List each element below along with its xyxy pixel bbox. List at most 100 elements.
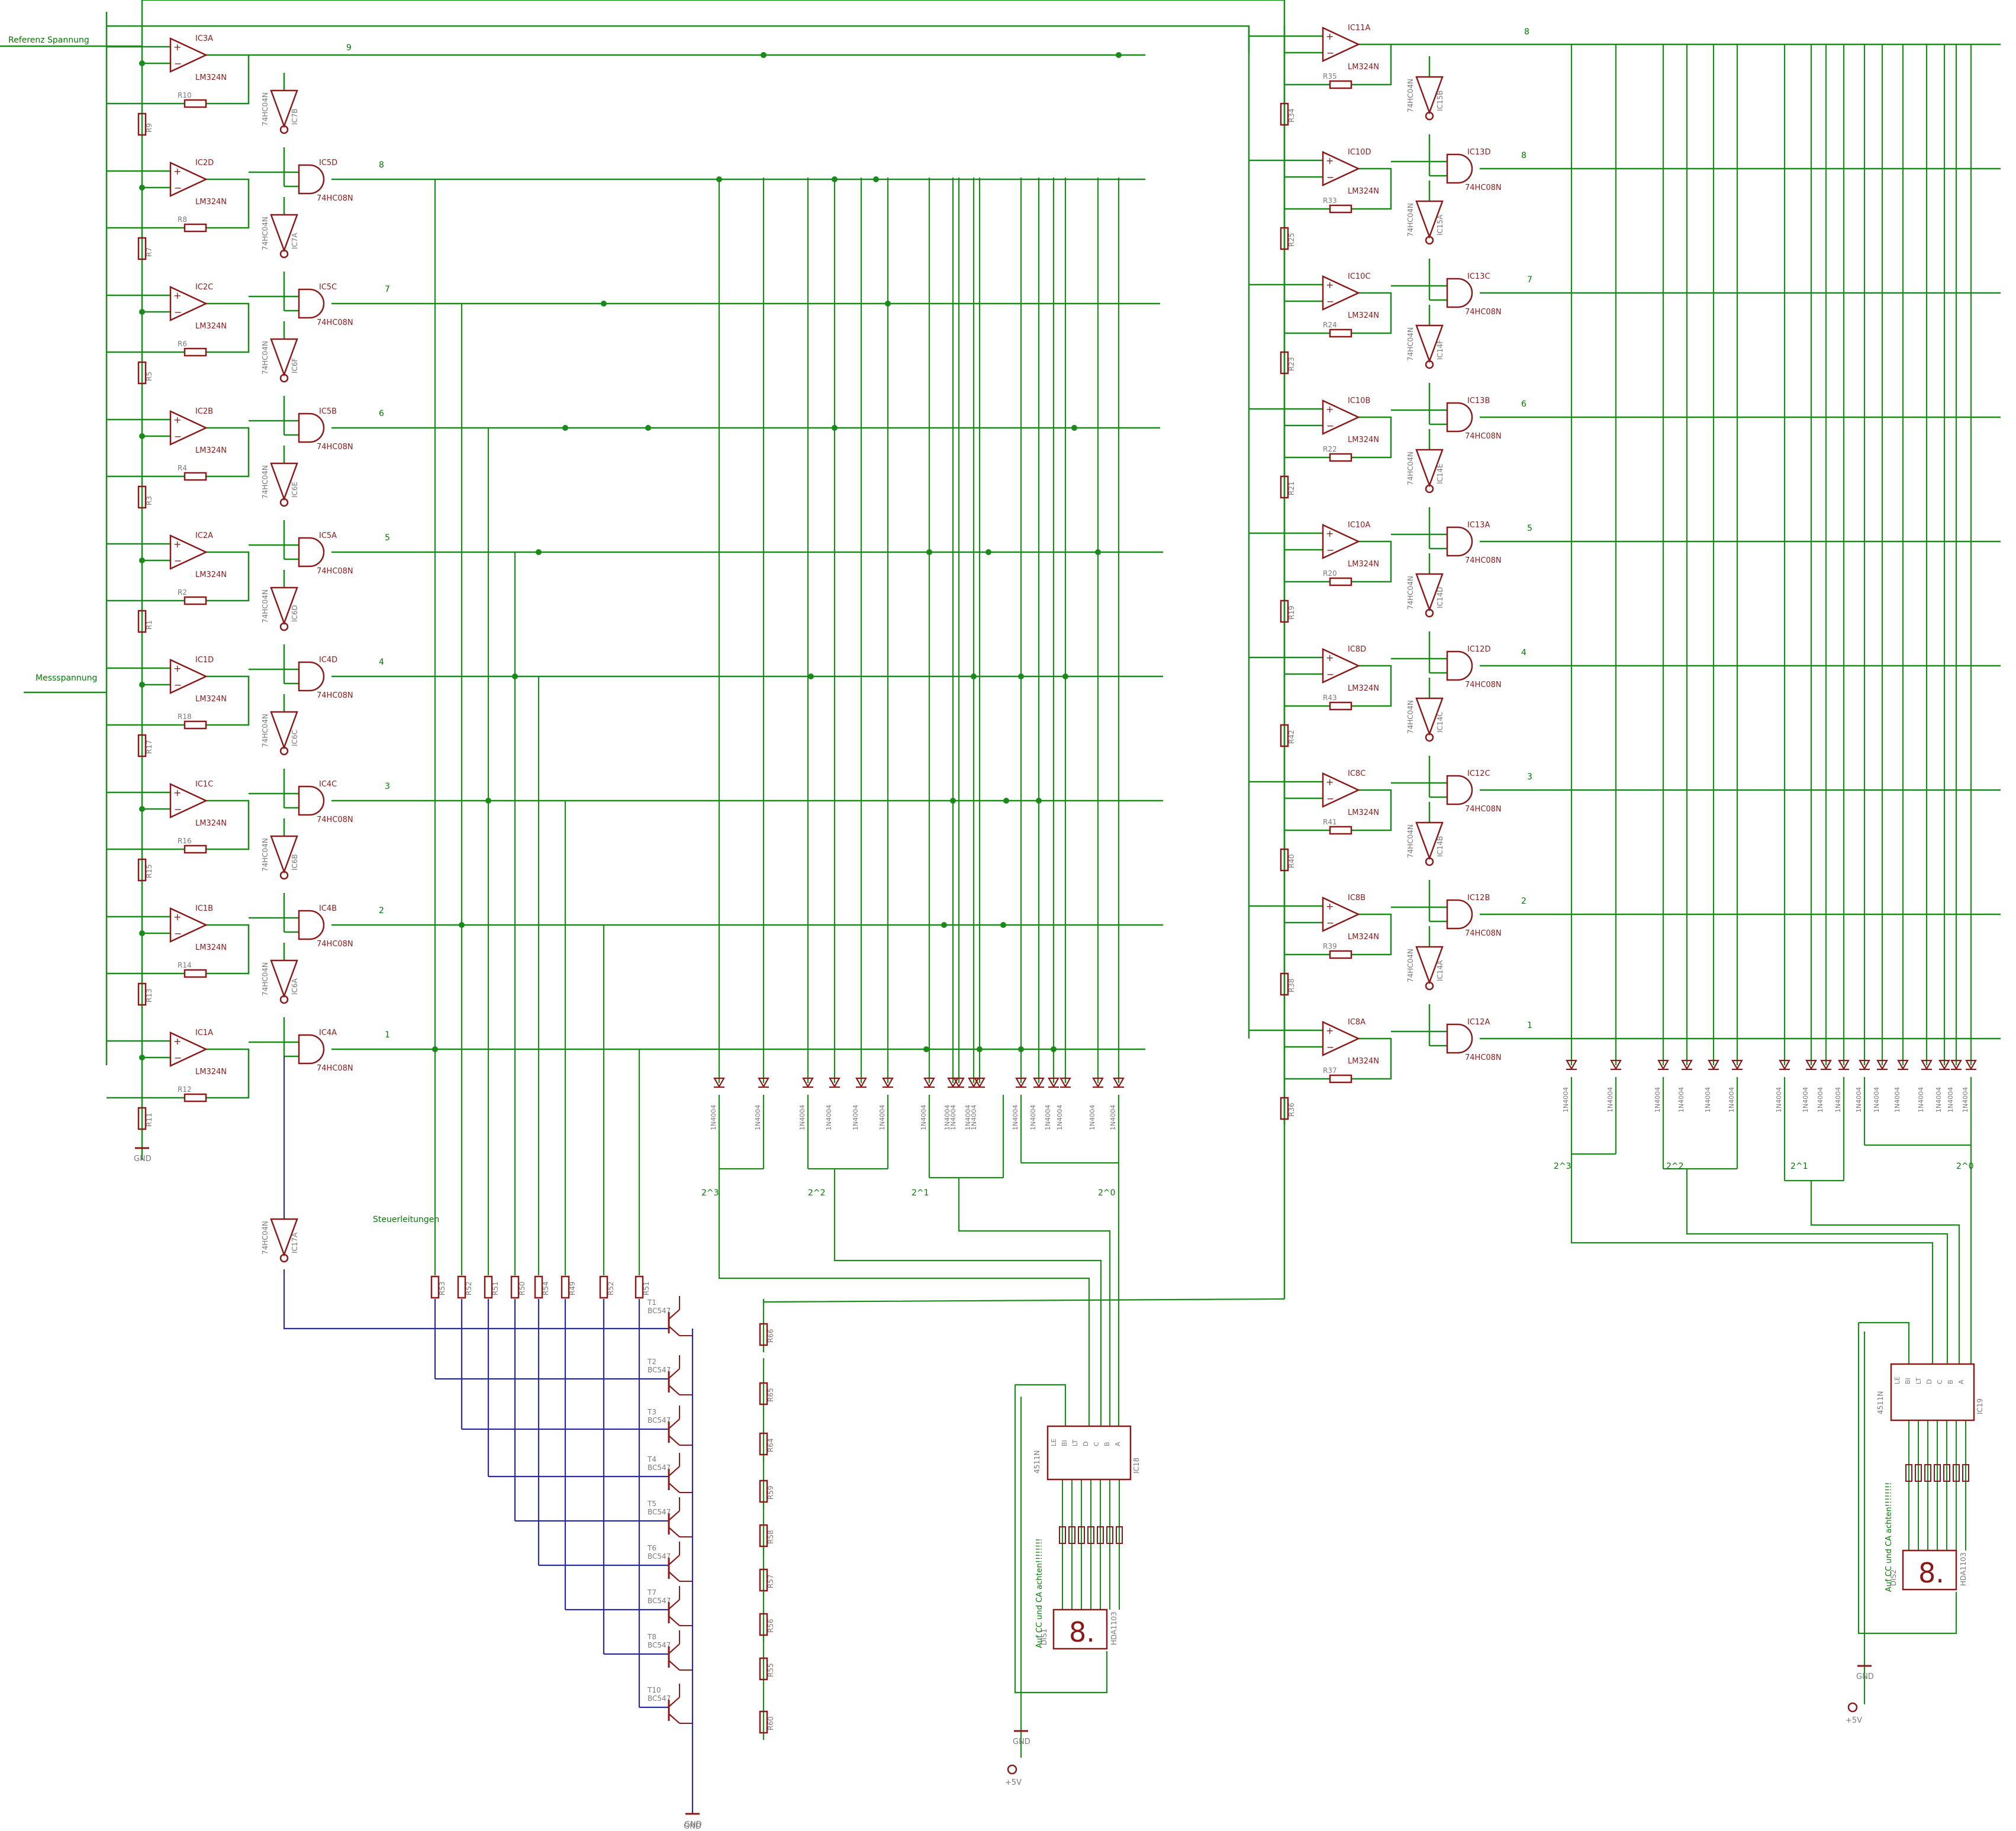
opamp-minus: −	[174, 555, 182, 566]
resistor-label: R19	[1287, 605, 1296, 620]
diode-type: 1N4004	[1012, 1105, 1019, 1130]
gate-label: IC4A	[319, 1029, 337, 1037]
opamp-plus: +	[1326, 404, 1334, 415]
tap-dot	[1062, 673, 1068, 679]
vcc-label: +5V	[1005, 1778, 1022, 1787]
binary-weight: 2^1	[1790, 1162, 1808, 1171]
ladder-resistor	[1280, 848, 1289, 872]
control-wire	[1859, 1321, 1910, 1364]
transistor-collector	[668, 1599, 680, 1610]
opamp-plus: +	[173, 290, 181, 301]
opamp-minus: −	[1326, 172, 1334, 183]
ladder-resistor	[1280, 227, 1289, 250]
gate-label: IC4D	[319, 656, 337, 665]
diode-type: 1N4004	[1606, 1087, 1614, 1113]
encoder-diode	[829, 1077, 840, 1088]
tap-dot	[536, 549, 542, 555]
gate-type: 74HC08N	[1465, 805, 1502, 814]
transistor-collector	[668, 1466, 680, 1477]
inverter-bubble	[279, 995, 289, 1004]
comparator-IC1B	[169, 907, 208, 943]
inverter-bubble	[279, 373, 289, 383]
inverter-type: 74HC04N	[261, 1221, 269, 1255]
feedback-resistor	[183, 596, 207, 605]
feedback-resistor	[183, 969, 207, 978]
inverter-label: IC6E	[291, 482, 299, 498]
reference-label: Referenz Spannung	[8, 36, 89, 45]
tap-dot	[761, 52, 767, 58]
diode-type: 1N4004	[1935, 1087, 1943, 1113]
diode-type: 1N4004	[1704, 1087, 1712, 1113]
inverter-IC6B	[270, 835, 298, 874]
resistor-label: R37	[1323, 1066, 1337, 1075]
transistor-type: BC547	[648, 1694, 671, 1703]
opamp-plus: +	[1326, 652, 1334, 663]
feedback-wire	[1351, 540, 1392, 583]
comparator-IC8D	[1322, 648, 1360, 684]
encoder-diode	[1950, 1059, 1962, 1071]
gate-label: IC13A	[1467, 521, 1490, 530]
segment-resistor	[1953, 1464, 1960, 1482]
feedback-resistor	[1329, 950, 1352, 959]
binary-weight: 2^0	[1956, 1162, 1974, 1171]
tap-dot	[832, 425, 838, 431]
ladder-resistor	[137, 858, 147, 882]
decoder-pin-label: LE	[1893, 1377, 1901, 1384]
opamp-plus: +	[173, 166, 181, 177]
gate-type: 74HC08N	[1465, 929, 1502, 938]
resistor-label: R17	[145, 740, 153, 754]
feedback-resistor	[183, 472, 207, 481]
ladder-resistor	[137, 237, 147, 260]
inverter-bubble	[279, 498, 289, 507]
opamp-plus: +	[1326, 528, 1334, 539]
resistor-label: R39	[1323, 942, 1337, 950]
feedback-to-right	[762, 1298, 1285, 1303]
resistor-label: R25	[1287, 233, 1296, 247]
decoder-ic19	[1890, 1363, 1975, 1421]
inverter-bubble	[1425, 111, 1434, 121]
diode-type: 1N4004	[878, 1105, 886, 1130]
transistor-type: BC547	[648, 1641, 671, 1649]
diode-type: 1N4004	[1677, 1087, 1685, 1113]
resistor-label: R7	[145, 247, 153, 257]
transistor-collector	[668, 1309, 680, 1320]
inverter-type: 74HC04N	[261, 465, 269, 499]
tap-dot	[923, 1046, 929, 1052]
ladder-resistor	[1280, 724, 1289, 747]
ladder-resistor	[137, 610, 147, 633]
opamp-type: LM324N	[1348, 311, 1379, 320]
inverter-label: IC14A	[1436, 960, 1444, 981]
top-wire	[141, 0, 1286, 1299]
inverter-label: IC14C	[1436, 711, 1444, 733]
inverter-type: 74HC04N	[261, 217, 269, 250]
tap-dot	[986, 549, 991, 555]
opamp-plus: +	[1326, 901, 1334, 912]
gate-type: 74HC08N	[1465, 183, 1502, 192]
inverter-bubble	[1425, 608, 1434, 618]
inverter-type: 74HC04N	[261, 962, 269, 996]
transistor-type: BC547	[648, 1463, 671, 1472]
transistor-emitter	[668, 1482, 680, 1493]
base-resistor	[599, 1275, 608, 1299]
opamp-plus: +	[1326, 155, 1334, 166]
encoder-diode	[1838, 1059, 1850, 1071]
diode-type: 1N4004	[1802, 1087, 1809, 1113]
opamp-label: IC2D	[195, 159, 214, 167]
encoder-diode	[1610, 1059, 1622, 1071]
inverter-bubble	[1425, 981, 1434, 991]
resistor-label: R9	[145, 123, 153, 133]
comparator-IC8C	[1322, 772, 1360, 808]
ladder-resistor	[1280, 102, 1289, 126]
opamp-minus: −	[1326, 296, 1334, 307]
opamp-label: IC1D	[195, 656, 214, 665]
feedback-resistor	[1329, 204, 1352, 214]
resistor-label: R8	[178, 215, 187, 224]
gate-type: 74HC08N	[1465, 1053, 1502, 1062]
and-gate-IC4C	[298, 785, 325, 816]
comparator-IC1D	[169, 659, 208, 694]
line-number: 1	[1527, 1021, 1532, 1030]
segment-resistor	[1068, 1526, 1075, 1544]
tap-dot	[832, 176, 838, 182]
